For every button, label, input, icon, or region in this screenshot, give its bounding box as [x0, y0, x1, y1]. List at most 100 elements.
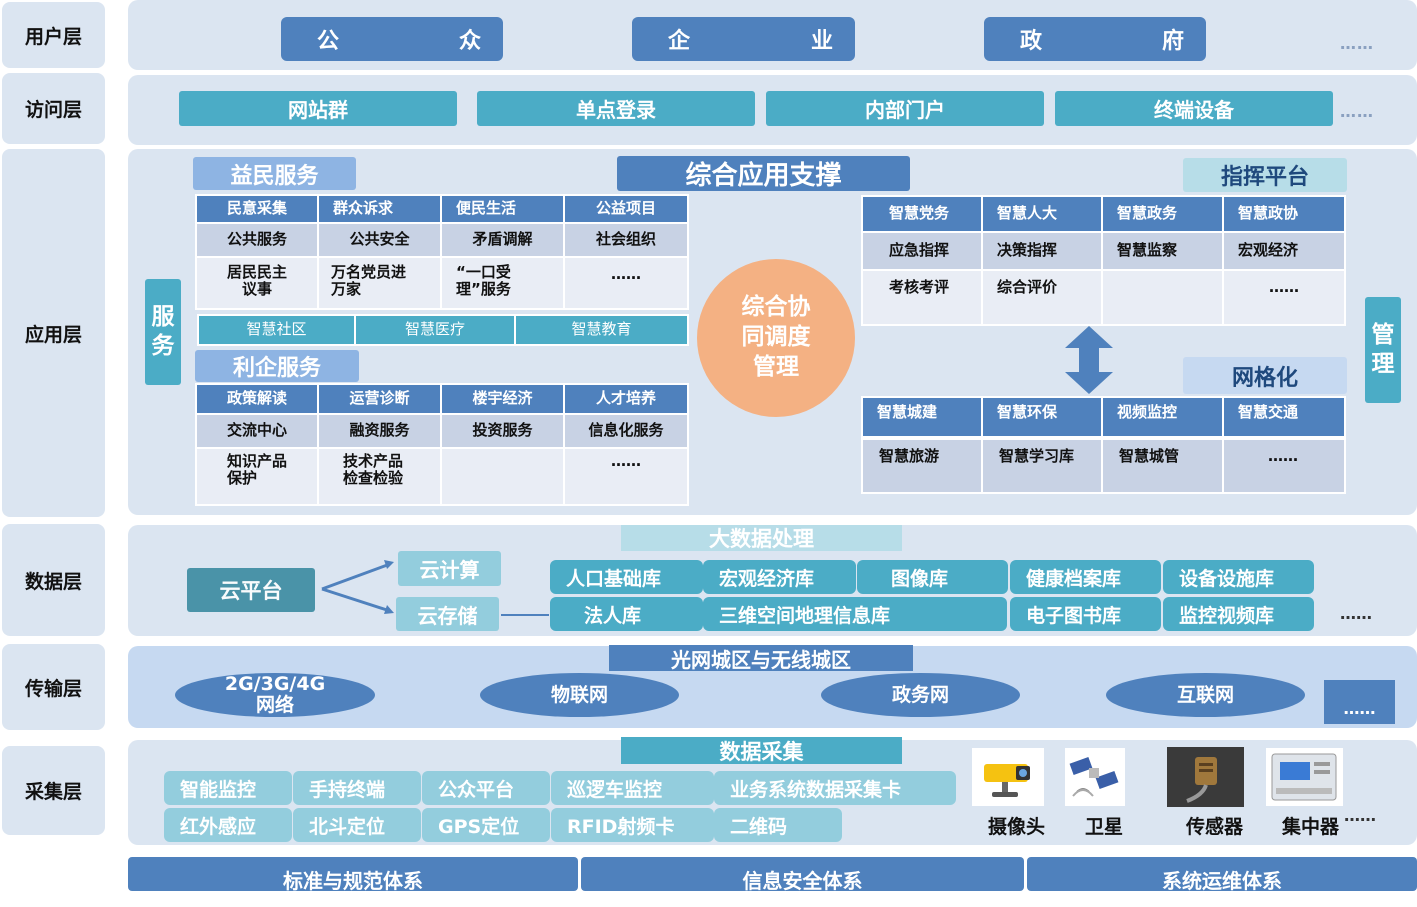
liqi-cell: [442, 449, 563, 504]
liqi-cell[interactable]: 知识产品保护: [197, 449, 317, 504]
liqi-cell[interactable]: 运营诊断: [319, 385, 440, 413]
command-cell[interactable]: 决策指挥: [983, 233, 1101, 269]
collect-rfid[interactable]: RFID射频卡: [551, 808, 714, 842]
command-cell[interactable]: 智慧政协: [1224, 197, 1344, 231]
liqi-cell[interactable]: 投资服务: [442, 415, 563, 447]
collect-qrcode[interactable]: 二维码: [714, 808, 842, 842]
user-enterprise-button[interactable]: 企 业: [632, 17, 855, 61]
command-cell[interactable]: 宏观经济: [1224, 233, 1344, 269]
cloud-compute-box[interactable]: 云计算: [398, 551, 501, 586]
db-macroeconomy[interactable]: 宏观经济库: [703, 560, 856, 594]
yimin-cell[interactable]: 便民生活: [442, 196, 563, 222]
collect-patrol-car[interactable]: 巡逻车监控: [551, 771, 714, 805]
collect-more-dots: ……: [1344, 806, 1376, 825]
storage-connector-line: [501, 614, 549, 616]
collect-handheld[interactable]: 手持终端: [293, 771, 421, 805]
db-health-records[interactable]: 健康档案库: [1010, 560, 1161, 594]
yimin-cell[interactable]: “一口受理”服务: [442, 258, 563, 308]
integrated-support-title: 综合应用支撑: [617, 156, 910, 191]
yimin-cell[interactable]: 公共服务: [197, 224, 317, 256]
command-cell[interactable]: 智慧人大: [983, 197, 1101, 231]
liqi-cell[interactable]: 技术产品检查检验: [319, 449, 440, 504]
liqi-table: 政策解读 运营诊断 楼宇经济 人才培养 交流中心 融资服务 投资服务 信息化服务…: [195, 383, 689, 506]
liqi-cell[interactable]: 交流中心: [197, 415, 317, 447]
layer-label-app: 应用层: [2, 149, 105, 517]
command-cell[interactable]: 考核考评: [863, 271, 981, 324]
db-surveillance-video[interactable]: 监控视频库: [1163, 597, 1314, 631]
command-cell[interactable]: 应急指挥: [863, 233, 981, 269]
grid-cell[interactable]: 智慧城管: [1103, 440, 1222, 492]
grid-cell[interactable]: 智慧学习库: [983, 440, 1101, 492]
collect-business-card[interactable]: 业务系统数据采集卡: [714, 771, 956, 805]
yimin-cell[interactable]: 公共安全: [319, 224, 440, 256]
liqi-cell[interactable]: 信息化服务: [565, 415, 687, 447]
liqi-cell[interactable]: 楼宇经济: [442, 385, 563, 413]
db-ebook[interactable]: 电子图书库: [1010, 597, 1161, 631]
network-government[interactable]: 政务网: [821, 673, 1020, 717]
fiber-wireless-title: 光网城区与无线城区: [609, 645, 913, 672]
liqi-cell[interactable]: ……: [565, 449, 687, 504]
device-label-camera: 摄像头: [988, 816, 1046, 838]
access-sso-button[interactable]: 单点登录: [477, 91, 755, 126]
liqi-cell[interactable]: 政策解读: [197, 385, 317, 413]
user-public-char-1: 公: [317, 29, 340, 54]
grid-cell[interactable]: 智慧城建: [863, 398, 981, 436]
access-website-button[interactable]: 网站群: [179, 91, 457, 126]
layer-label-access: 访问层: [2, 73, 105, 144]
user-government-button[interactable]: 政 府: [984, 17, 1206, 61]
access-terminal-button[interactable]: 终端设备: [1055, 91, 1333, 126]
db-image[interactable]: 图像库: [857, 560, 1008, 594]
yimin-cell[interactable]: 公益项目: [565, 196, 687, 222]
command-cell[interactable]: 智慧监察: [1103, 233, 1222, 269]
yimin-cell[interactable]: 群众诉求: [319, 196, 440, 222]
db-equipment[interactable]: 设备设施库: [1163, 560, 1314, 594]
cloud-platform-box[interactable]: 云平台: [187, 568, 315, 612]
grid-cell[interactable]: 智慧旅游: [863, 440, 981, 492]
collect-infrared[interactable]: 红外感应: [164, 808, 292, 842]
collect-beidou[interactable]: 北斗定位: [293, 808, 421, 842]
transport-more-box[interactable]: ……: [1324, 680, 1395, 724]
user-enterprise-char-1: 企: [668, 29, 691, 54]
grid-cell[interactable]: 智慧交通: [1224, 398, 1344, 436]
yimin-cell[interactable]: 矛盾调解: [442, 224, 563, 256]
management-side-label: 管理: [1365, 297, 1401, 403]
network-iot[interactable]: 物联网: [480, 673, 679, 717]
command-cell[interactable]: 综合评价: [983, 271, 1101, 324]
db-legal-entity[interactable]: 法人库: [550, 597, 703, 631]
network-mobile[interactable]: 2G/3G/4G网络: [175, 673, 375, 717]
yimin-cell[interactable]: ……: [565, 258, 687, 308]
coordination-circle[interactable]: 综合协同调度管理: [697, 259, 855, 417]
access-portal-button[interactable]: 内部门户: [766, 91, 1044, 126]
yimin-cell[interactable]: 居民民主议事: [197, 258, 317, 308]
db-population[interactable]: 人口基础库: [550, 560, 703, 594]
grid-cell[interactable]: 视频监控: [1103, 398, 1222, 436]
command-cell[interactable]: 智慧政务: [1103, 197, 1222, 231]
grid-cell[interactable]: 智慧环保: [983, 398, 1101, 436]
liqi-cell[interactable]: 人才培养: [565, 385, 687, 413]
db-3d-geo[interactable]: 三维空间地理信息库: [703, 597, 1007, 631]
operations-system-bar[interactable]: 系统运维体系: [1027, 857, 1417, 893]
smart-medical-item[interactable]: 智慧医疗: [356, 316, 514, 344]
security-system-bar[interactable]: 信息安全体系: [581, 857, 1024, 893]
collect-public-platform[interactable]: 公众平台: [422, 771, 550, 805]
layer-label-collect: 采集层: [2, 746, 105, 835]
smart-community-item[interactable]: 智慧社区: [199, 316, 354, 344]
liqi-cell[interactable]: 融资服务: [319, 415, 440, 447]
device-label-satellite: 卫星: [1085, 816, 1124, 838]
smart-community-bar: 智慧社区 智慧医疗 智慧教育: [197, 314, 689, 346]
yimin-cell[interactable]: 社会组织: [565, 224, 687, 256]
standards-system-bar[interactable]: 标准与规范体系: [128, 857, 578, 893]
collect-gps[interactable]: GPS定位: [422, 808, 550, 842]
sensor-icon: [1167, 747, 1244, 807]
command-cell[interactable]: ……: [1224, 271, 1344, 324]
collect-smart-monitor[interactable]: 智能监控: [164, 771, 292, 805]
cloud-storage-box[interactable]: 云存储: [396, 597, 499, 631]
yimin-cell[interactable]: 万名党员进万家: [319, 258, 440, 308]
network-internet[interactable]: 互联网: [1106, 673, 1305, 717]
smart-education-item[interactable]: 智慧教育: [516, 316, 687, 344]
yimin-cell[interactable]: 民意采集: [197, 196, 317, 222]
bigdata-processing-title: 大数据处理: [621, 525, 902, 551]
user-public-button[interactable]: 公 众: [281, 17, 503, 61]
grid-cell[interactable]: ……: [1224, 440, 1344, 492]
command-cell[interactable]: 智慧党务: [863, 197, 981, 231]
